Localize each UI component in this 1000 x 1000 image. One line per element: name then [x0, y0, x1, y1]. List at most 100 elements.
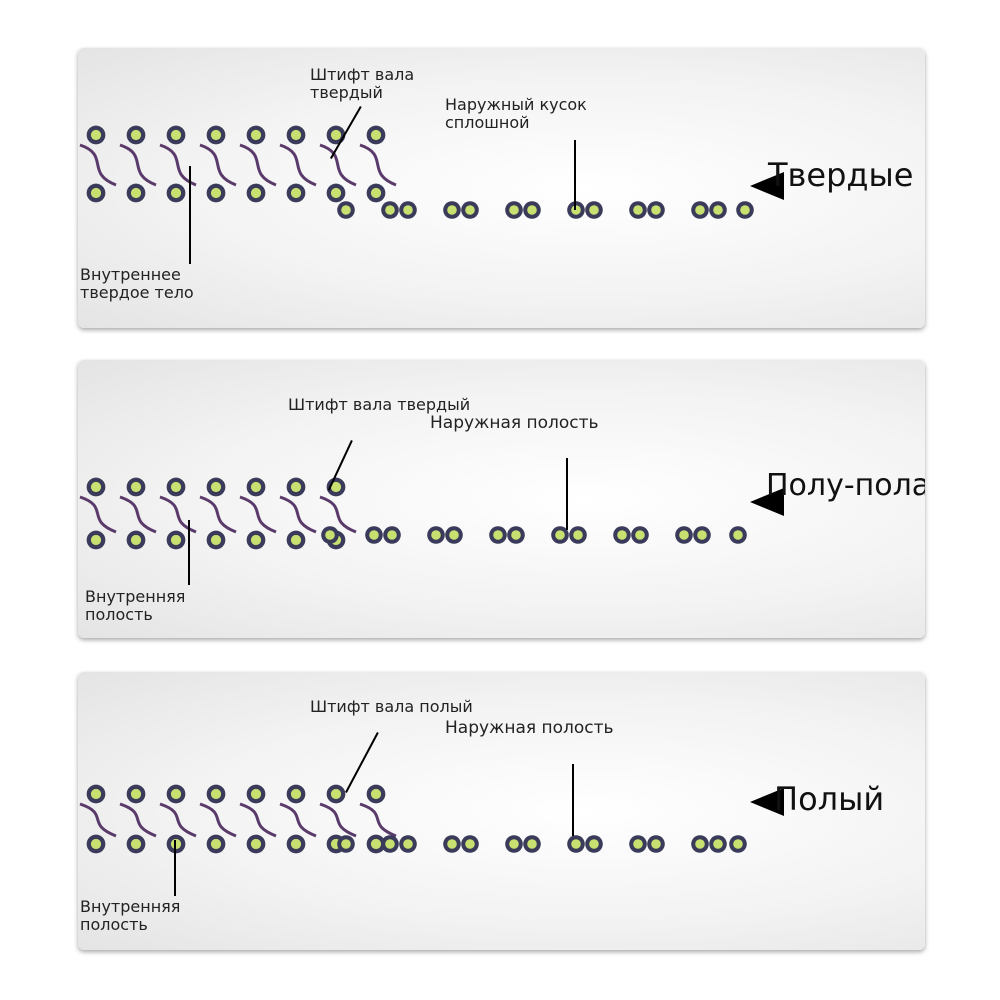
chain-pin-head [130, 481, 142, 493]
chain-pin-head [210, 481, 222, 493]
chain-pin-head [90, 534, 102, 546]
chain-pin-head [713, 839, 723, 849]
arrow-left-icon [750, 172, 784, 200]
chain-pin-head [387, 530, 397, 540]
chain-plate-edge [199, 495, 237, 534]
chain-pin-head [170, 481, 182, 493]
chain-pin-head [170, 788, 182, 800]
chain-plate-edge [159, 143, 197, 187]
chain-pin-head [90, 788, 102, 800]
chain-plate-edge [319, 143, 357, 187]
chain-pin-head [210, 838, 222, 850]
chain-pin-head [465, 839, 475, 849]
chain-pin-head [170, 129, 182, 141]
chain-pin-head [130, 838, 142, 850]
chain-plate-edge [159, 802, 197, 838]
chain-pin-head [740, 205, 750, 215]
chain-pin-head [210, 534, 222, 546]
chain-pin-head [449, 530, 459, 540]
chain-plate-edge [239, 802, 277, 838]
chain-pin-head [370, 129, 382, 141]
chain-image-solid [79, 118, 761, 226]
chain-image-hollow [79, 777, 754, 861]
chain-pin-head [330, 187, 342, 199]
arrow-left-icon [750, 788, 784, 816]
chain-plate-edge [199, 143, 237, 187]
chain-pin-head [290, 129, 302, 141]
chain-plate-edge [279, 143, 317, 187]
chain-pin-head [290, 788, 302, 800]
chain-pin-head [170, 534, 182, 546]
pin-label: Штифт вала твердый [288, 395, 471, 414]
chain-pin-head [250, 788, 262, 800]
chain-pin-head [290, 481, 302, 493]
chain-pin-head [290, 187, 302, 199]
chain-pin-head [250, 481, 262, 493]
chain-pin-head [527, 205, 537, 215]
outer-leader-line [566, 458, 568, 530]
chain-pin-head [403, 205, 413, 215]
panel-semi-hollow: Штифт вала твердый Наружная полость Внут… [78, 360, 925, 638]
chain-pin-head [713, 205, 723, 215]
chain-plate-edge [199, 802, 237, 838]
chain-pin-head [325, 530, 335, 540]
chain-plate-edge [279, 802, 317, 838]
chain-pin-head [341, 839, 351, 849]
chain-pin-head [90, 187, 102, 199]
chain-image-semi-hollow [79, 470, 754, 557]
outer-label: Наружная полость [430, 413, 599, 433]
type-title: Полу-полая [766, 468, 925, 503]
chain-plate-edge [359, 143, 397, 187]
chain-pin-head [330, 481, 342, 493]
chain-pin-head [589, 205, 599, 215]
chain-pin-head [130, 788, 142, 800]
chain-pin-head [403, 839, 413, 849]
chain-pin-head [733, 530, 743, 540]
chain-pin-head [250, 838, 262, 850]
chain-plate-edge [79, 802, 117, 838]
chain-pin-head [651, 839, 661, 849]
chain-pin-head [330, 129, 342, 141]
chain-pin-head [330, 788, 342, 800]
chain-pin-head [589, 839, 599, 849]
type-title: Полый [774, 780, 885, 818]
chain-plate-edge [239, 143, 277, 187]
chain-pin-head [90, 838, 102, 850]
chain-pin-head [90, 481, 102, 493]
chain-pin-head [170, 838, 182, 850]
chain-pin-head [250, 129, 262, 141]
outer-leader-line [572, 764, 574, 836]
chain-pin-head [733, 839, 743, 849]
chain-pin-head [250, 534, 262, 546]
chain-pin-head [130, 187, 142, 199]
chain-pin-head [697, 530, 707, 540]
chain-pin-head [511, 530, 521, 540]
outer-leader-line [574, 140, 576, 210]
chain-pin-head [210, 187, 222, 199]
chain-plate-edge [119, 495, 157, 534]
chain-pin-head [290, 838, 302, 850]
chain-pin-head [210, 129, 222, 141]
outer-label: Наружная полость [445, 718, 614, 738]
chain-plate-edge [239, 495, 277, 534]
chain-pin-head [573, 530, 583, 540]
chain-pin-head [651, 205, 661, 215]
chain-pin-head [210, 788, 222, 800]
inner-leader-line [188, 520, 190, 585]
panel-hollow: Штифт вала полый Наружная полость Внутре… [78, 672, 925, 950]
inner-leader-line [189, 166, 191, 264]
chain-plate-edge [279, 495, 317, 534]
chain-pin-head [341, 205, 351, 215]
inner-leader-line [174, 840, 176, 896]
chain-pin-head [90, 129, 102, 141]
chain-plate-edge [79, 495, 117, 534]
chain-plate-edge [79, 143, 117, 187]
chain-pin-head [130, 534, 142, 546]
chain-pin-head [250, 187, 262, 199]
